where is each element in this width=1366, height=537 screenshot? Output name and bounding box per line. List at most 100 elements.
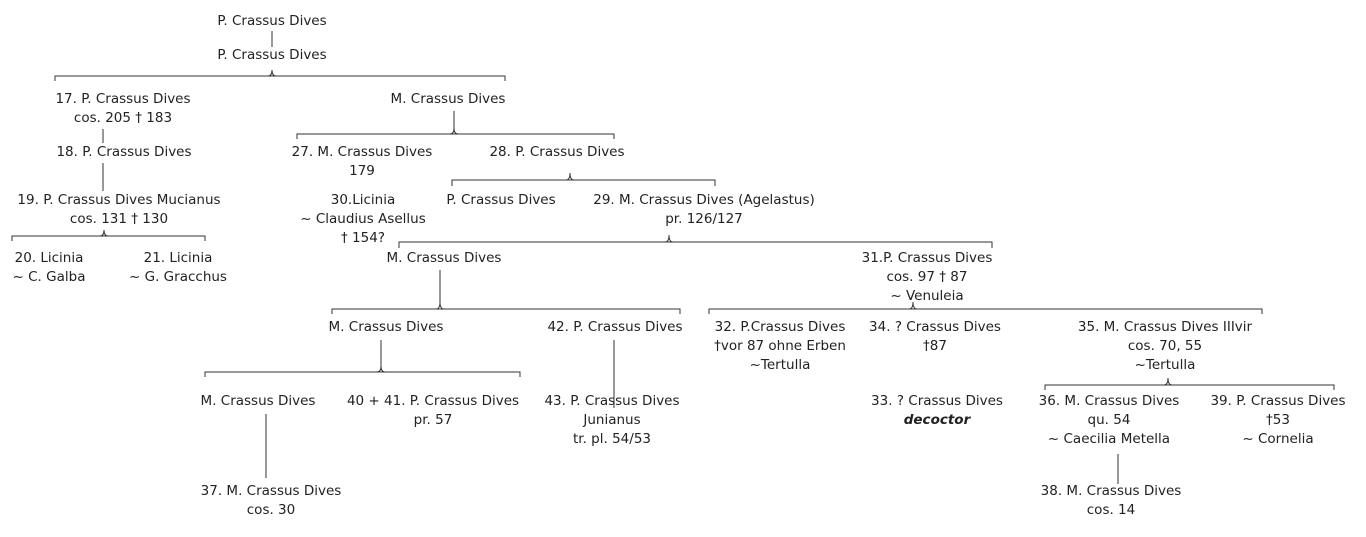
- node-35: 35. M. Crassus Dives IIIvir cos. 70, 55 …: [1078, 318, 1252, 375]
- node-line: cos. 30: [246, 502, 296, 518]
- sibling-bracket: [204, 371, 521, 377]
- node-m-crassus-dives-3: M. Crassus Dives: [329, 318, 444, 337]
- node-line: 40 + 41. P. Crassus Dives: [346, 393, 520, 409]
- sibling-bracket: [398, 241, 993, 248]
- node-line: 17. P. Crassus Dives: [55, 91, 191, 107]
- sibling-bracket: [11, 235, 206, 241]
- node-line: ~ G. Gracchus: [129, 269, 227, 285]
- node-43: 43. P. Crassus Dives Junianus tr. pl. 54…: [544, 392, 679, 449]
- node-line: ~ Caecilia Metella: [1047, 431, 1171, 447]
- node-line: 27. M. Crassus Dives: [291, 144, 433, 160]
- node-28: 28. P. Crassus Dives: [489, 143, 624, 162]
- node-line: 20. Licinia: [14, 250, 84, 266]
- bracket-notch: [449, 127, 459, 135]
- node-line: 38. M. Crassus Dives: [1040, 483, 1182, 499]
- node-21: 21. Licinia ~ G. Gracchus: [129, 249, 227, 287]
- node-line: ~ Claudius Asellus: [300, 211, 426, 227]
- node-m-crassus-dives-2: M. Crassus Dives: [387, 249, 502, 268]
- node-line: ~Tertulla: [749, 357, 811, 373]
- node-36: 36. M. Crassus Dives qu. 54 ~ Caecilia M…: [1039, 392, 1180, 449]
- node-line: cos. 14: [1086, 502, 1136, 518]
- bracket-notch: [908, 301, 918, 310]
- node-line: P. Crassus Dives: [217, 47, 327, 63]
- node-line: † 154?: [341, 230, 385, 246]
- node-19: 19. P. Crassus Dives Mucianus cos. 131 †…: [17, 191, 220, 229]
- node-37: 37. M. Crassus Dives cos. 30: [201, 482, 342, 520]
- node-38: 38. M. Crassus Dives cos. 14: [1041, 482, 1182, 520]
- node-line: M. Crassus Dives: [390, 91, 506, 107]
- node-line: 19. P. Crassus Dives Mucianus: [17, 192, 221, 208]
- node-line: 35. M. Crassus Dives IIIvir: [1077, 319, 1253, 335]
- node-line: P. Crassus Dives: [446, 192, 556, 208]
- node-line: 42. P. Crassus Dives: [547, 319, 683, 335]
- node-line: M. Crassus Dives: [200, 393, 316, 409]
- sibling-bracket: [1044, 384, 1335, 390]
- node-m-crassus-dives-1: M. Crassus Dives: [391, 90, 506, 109]
- node-29: 29. M. Crassus Dives (Agelastus) pr. 126…: [593, 191, 815, 229]
- node-line: 31.P. Crassus Dives: [861, 250, 993, 266]
- node-line: Junianus: [583, 412, 641, 428]
- node-m-crassus-dives-4: M. Crassus Dives: [201, 392, 316, 411]
- node-line: pr. 126/127: [665, 211, 743, 227]
- sibling-bracket: [451, 179, 716, 186]
- sibling-bracket: [296, 133, 615, 139]
- node-32: 32. P.Crassus Dives †vor 87 ohne Erben ~…: [714, 318, 846, 375]
- node-line: 179: [349, 163, 375, 179]
- node-line: 29. M. Crassus Dives (Agelastus): [593, 192, 815, 208]
- node-line: cos. 131 † 130: [69, 211, 169, 227]
- node-line: M. Crassus Dives: [386, 250, 502, 266]
- node-line: 37. M. Crassus Dives: [200, 483, 342, 499]
- node-line: ~ C. Galba: [12, 269, 86, 285]
- node-33: 33. ? Crassus Dives decoctor: [871, 392, 1003, 430]
- node-17: 17. P. Crassus Dives cos. 205 † 183: [55, 90, 190, 128]
- node-line: †53: [1266, 412, 1290, 428]
- bracket-notch: [1163, 377, 1173, 386]
- node-34: 34. ? Crassus Dives †87: [869, 318, 1001, 356]
- node-27: 27. M. Crassus Dives 179: [292, 143, 433, 181]
- node-p-crassus-dives-top: P. Crassus Dives: [217, 12, 326, 31]
- sibling-bracket: [54, 75, 506, 81]
- bracket-notch: [565, 172, 575, 181]
- bracket-notch: [435, 301, 445, 310]
- node-line: 28. P. Crassus Dives: [489, 144, 625, 160]
- node-line: ~ Cornelia: [1242, 431, 1314, 447]
- bracket-notch: [376, 365, 386, 373]
- node-18: 18. P. Crassus Dives: [56, 143, 191, 162]
- node-line: ~ Venuleia: [890, 288, 964, 304]
- node-42: 42. P. Crassus Dives: [547, 318, 682, 337]
- node-line: 32. P.Crassus Dives: [714, 319, 846, 335]
- node-line: 39. P. Crassus Dives: [1210, 393, 1346, 409]
- node-line: †vor 87 ohne Erben: [714, 338, 846, 354]
- bracket-notch: [99, 229, 109, 237]
- node-p-crassus-dives-3: P. Crassus Dives: [446, 191, 555, 210]
- node-line: qu. 54: [1087, 412, 1131, 428]
- node-line: 30.Licinia: [330, 192, 396, 208]
- node-line: 21. Licinia: [143, 250, 213, 266]
- node-line: 36. M. Crassus Dives: [1038, 393, 1180, 409]
- node-20: 20. Licinia ~ C. Galba: [13, 249, 86, 287]
- node-p-crassus-dives-2: P. Crassus Dives: [217, 46, 326, 65]
- node-line: ~Tertulla: [1134, 357, 1196, 373]
- bracket-notch: [664, 234, 674, 243]
- sibling-bracket: [331, 308, 681, 314]
- node-line: tr. pl. 54/53: [573, 431, 651, 447]
- node-line: †87: [923, 338, 947, 354]
- bracket-notch: [267, 69, 277, 77]
- node-line: 18. P. Crassus Dives: [56, 144, 192, 160]
- node-line: cos. 97 † 87: [886, 269, 968, 285]
- node-line: 34. ? Crassus Dives: [869, 319, 1001, 335]
- node-39: 39. P. Crassus Dives †53 ~ Cornelia: [1210, 392, 1345, 449]
- node-31: 31.P. Crassus Dives cos. 97 † 87 ~ Venul…: [862, 249, 993, 306]
- node-line: M. Crassus Dives: [328, 319, 444, 335]
- node-30: 30.Licinia ~ Claudius Asellus † 154?: [300, 191, 425, 248]
- node-line-decoctor: decoctor: [903, 412, 971, 428]
- node-line: 43. P. Crassus Dives: [544, 393, 680, 409]
- sibling-bracket: [708, 308, 1263, 314]
- node-line: pr. 57: [413, 412, 453, 428]
- node-line: cos. 205 † 183: [73, 110, 173, 126]
- node-line: P. Crassus Dives: [217, 13, 327, 29]
- node-line: cos. 70, 55: [1127, 338, 1203, 354]
- node-line: 33. ? Crassus Dives: [871, 393, 1003, 409]
